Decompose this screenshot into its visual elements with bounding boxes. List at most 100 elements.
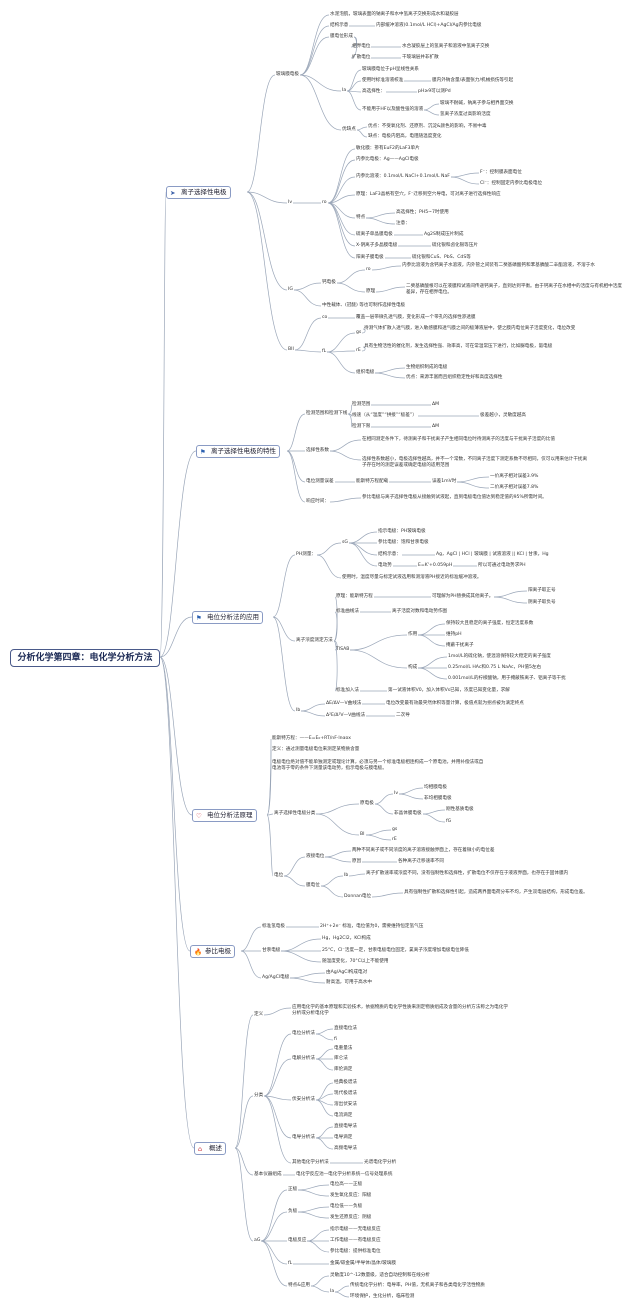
topic-node[interactable]: 电导滴定	[334, 1135, 353, 1140]
topic-node[interactable]: Ib	[296, 708, 301, 713]
topic-node[interactable]: PH测量：	[296, 552, 317, 557]
topic-node[interactable]: 25°C，Cl⁻活度一定，甘汞电极电位固定，氯离子浓度增加电极电位降低	[322, 948, 469, 953]
topic-node[interactable]: 极差越小，灵敏度越高	[480, 413, 526, 418]
topic-node[interactable]: 阳离子膜电极	[356, 255, 384, 260]
topic-node[interactable]: 光谱电化学分析	[364, 1160, 397, 1165]
topic-node[interactable]: 检测范围和检测下线	[306, 411, 348, 416]
topic-node[interactable]: 参比电极：饱和甘汞电极	[378, 540, 429, 545]
topic-node[interactable]: 线速（从“温度”“拼接”“极差”）	[352, 413, 417, 418]
topic-node[interactable]: 二癸基磷酸根可以在液膜和试液间传递钙离子，直到达到平衡。由于钙离子在水相中的活度…	[406, 284, 622, 295]
topic-node[interactable]: 离子活度对数和电动势作图	[392, 609, 448, 614]
topic-node[interactable]: 指示电极——无电极反应	[330, 1227, 381, 1232]
topic-node[interactable]: 发生还原反应：阴极	[330, 1215, 372, 1220]
topic-node[interactable]: gs	[356, 330, 362, 335]
topic-node[interactable]: 一价离子相对误差3.9%	[490, 474, 539, 479]
topic-node[interactable]: 刚性基质电极	[446, 807, 474, 812]
topic-node[interactable]: 检测范围	[352, 402, 371, 407]
topic-node[interactable]: 非均相膜电极	[424, 796, 452, 801]
topic-node[interactable]: 硫化银和卤化银等压片	[432, 243, 478, 248]
topic-node[interactable]: aG	[254, 1238, 261, 1243]
topic-node[interactable]: co	[322, 315, 328, 320]
topic-node[interactable]: fi	[334, 1037, 337, 1042]
topic-node[interactable]: 标准曲线法	[336, 609, 359, 614]
topic-node[interactable]: 能斯特方程：——E=E₀+RT/nF·lnαox	[272, 736, 351, 741]
topic-node[interactable]: 使用时，温度尽量与标定试液选用和测溶液PH接近的标准缓冲溶液。	[342, 575, 482, 580]
topic-node[interactable]: 离子扩散速率或浓度不同，没有强制性和选择性，扩散电位不仅存在于液液界面，也存在于…	[366, 871, 569, 876]
topic-node[interactable]: 电极电位绝对值不能单独测定或理论计算，必须与另一个标准电极相连构成一个原电池，并…	[272, 760, 484, 771]
topic-node[interactable]: 维持pH	[446, 632, 462, 637]
topic-node[interactable]: ΔM	[432, 424, 440, 429]
branch-6[interactable]: ⌂概述	[194, 1142, 226, 1155]
topic-node[interactable]: rE	[392, 837, 397, 842]
topic-node[interactable]: 其他电化学分析法	[292, 1160, 329, 1165]
topic-node[interactable]: 特点&应用	[288, 1283, 310, 1288]
topic-node[interactable]: 定义：通过测量电极电位来测定某物质含量	[272, 747, 360, 752]
topic-node[interactable]: 溶出伏安法	[334, 1102, 357, 1107]
topic-node[interactable]: 电位测量误差	[306, 479, 334, 484]
topic-node[interactable]: 甘汞电极	[262, 948, 281, 953]
topic-node[interactable]: 0.25mol/L HAc和0.75 L NaAc，PH值5左右	[448, 665, 542, 670]
topic-node[interactable]: Hg，Hg2Cl2，KCl构成	[322, 936, 371, 941]
branch-1[interactable]: ➤离子选择性电极	[166, 186, 231, 199]
topic-node[interactable]: 高选择性：	[362, 89, 385, 94]
topic-node[interactable]: 扩散电位	[352, 55, 371, 60]
topic-node[interactable]: Ib	[344, 873, 349, 878]
topic-node[interactable]: 直接电位法	[334, 1026, 357, 1031]
topic-node[interactable]: 环境保护，生化分析，临床检测	[350, 1294, 415, 1299]
topic-node[interactable]: Ag/AgCl电极	[262, 975, 290, 980]
topic-node[interactable]: 中性载体、(冠醚) 等也可制作选择性电极	[322, 303, 406, 308]
topic-node[interactable]: fL	[322, 349, 327, 354]
topic-node[interactable]: 具有生物活性的催化剂，发生选择性强、效率高，可在常温常压下进行，比如脲电极，氨电…	[364, 344, 553, 349]
topic-node[interactable]: 检测下限	[352, 424, 371, 429]
topic-node[interactable]: 原电极	[360, 801, 374, 806]
topic-node[interactable]: 1mol/L的硫化钠，使混溶保持较大稳定的离子强度	[448, 654, 551, 659]
topic-node[interactable]: Ia	[342, 88, 347, 93]
topic-node[interactable]: Ia	[330, 1289, 335, 1294]
topic-node[interactable]: F⁻：控制膜表面电位	[480, 170, 522, 175]
topic-node[interactable]: 响应时间：	[306, 499, 329, 504]
topic-node[interactable]: 结构示意	[330, 23, 349, 28]
topic-node[interactable]: fG	[446, 819, 452, 824]
topic-node[interactable]: 覆盖一层带微孔透气膜，变化形成一个带孔的选择性渗透膜	[356, 315, 476, 320]
topic-node[interactable]: 原理	[366, 289, 376, 294]
topic-node[interactable]: 掩蔽干扰离子	[446, 643, 474, 648]
topic-node[interactable]: 内参比溶液为含钙离子水溶液，内外管之间装有二癸基磷酸钙和苯基膦酸二辛酯溶液，不溶…	[402, 263, 595, 268]
topic-node[interactable]: 灵敏度10^-12数量级，适合自动控制和在线分析	[330, 1273, 430, 1278]
topic-node[interactable]: 所以可通过电动势求PH	[478, 563, 526, 568]
topic-node[interactable]: 电位	[274, 873, 284, 878]
topic-node[interactable]: sG	[342, 540, 348, 545]
topic-node[interactable]: 在相同测定条件下，待测离子和干扰离子产生相同电位时待测离子的活度与干扰离子活度的…	[362, 437, 555, 442]
topic-node[interactable]: 内参比溶液：0.1mol/L NaCl+0.1mol/L NaF	[356, 174, 450, 179]
topic-node[interactable]: 水泥泡肌，玻璃表面的钠离子和水中氢离子交换形成水和凝胶层	[330, 12, 459, 17]
topic-node[interactable]: 缺点：电极内阻高，电阻随温度变化	[368, 134, 442, 139]
topic-node[interactable]: 阴离子取负号	[528, 600, 556, 605]
topic-node[interactable]: rE	[356, 348, 361, 353]
topic-node[interactable]: 分类	[254, 1093, 264, 1098]
topic-node[interactable]: 高选择性；PH5~7时使用	[396, 210, 449, 215]
topic-node[interactable]: 选择性系数	[306, 448, 329, 453]
topic-node[interactable]: Iv	[288, 200, 293, 205]
topic-node[interactable]: fL	[288, 1261, 293, 1266]
topic-node[interactable]: 随温度变化，70°C以上不能使用	[322, 959, 389, 964]
topic-node[interactable]: 电极反应	[288, 1238, 307, 1243]
topic-node[interactable]: Δ²E/Δ²V—V曲线法	[326, 713, 366, 718]
topic-node[interactable]: 结构示意：	[378, 552, 401, 557]
topic-node[interactable]: 电导分析法	[292, 1135, 315, 1140]
topic-node[interactable]: 发生氧化反应：阳极	[330, 1193, 372, 1198]
topic-node[interactable]: 耐高温，可用于高水中	[326, 980, 372, 985]
topic-node[interactable]: 伏安分析法	[292, 1097, 315, 1102]
topic-node[interactable]: 工作电极——有电极反应	[330, 1238, 381, 1243]
topic-node[interactable]: 玻璃膜电位于pH呈线性关系	[362, 67, 419, 72]
topic-node[interactable]: BI	[360, 832, 365, 837]
topic-node[interactable]: 选择性系数越小，电极选择性越高，并不一个常数，不同离子活度下测定系数不尽相同，仅…	[362, 457, 588, 468]
topic-node[interactable]: 保持较大且稳定的离子强度，恒定活度系数	[446, 621, 534, 626]
topic-node[interactable]: 参比电极：提供标准电位	[330, 1249, 381, 1254]
topic-node[interactable]: 玻璃膜电极	[276, 72, 299, 77]
topic-node[interactable]: 电动势	[378, 563, 392, 568]
topic-node[interactable]: 非晶体膜电极	[394, 811, 422, 816]
topic-node[interactable]: 由Ag/AgCl构成电对	[326, 970, 368, 975]
topic-node[interactable]: 离子选择性电极分类	[274, 811, 316, 816]
topic-node[interactable]: 离子浓度测定方法	[296, 638, 333, 643]
topic-node[interactable]: E=K'+0.059pH	[418, 563, 453, 568]
topic-node[interactable]: 干玻璃层并非扩散	[402, 55, 439, 60]
